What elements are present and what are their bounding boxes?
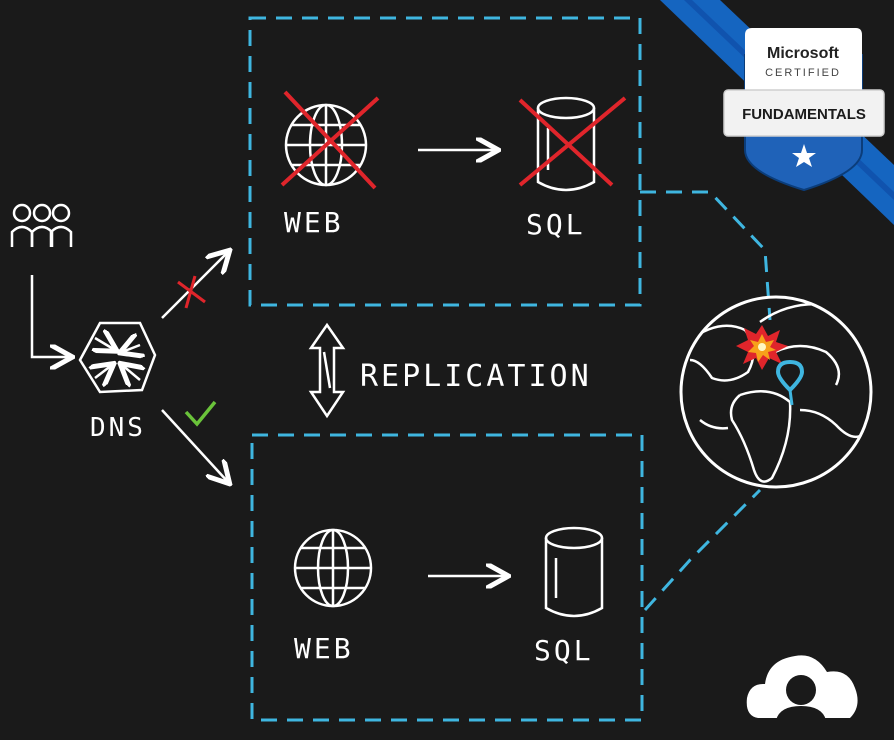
location-pin-icon	[775, 359, 805, 406]
users-to-dns-arrow	[30, 275, 70, 357]
dns-label: DNS	[90, 413, 146, 443]
world-globe-icon	[679, 295, 873, 489]
replication-arrow-icon	[308, 322, 346, 419]
replication-label: REPLICATION	[360, 359, 592, 394]
primary-sql-failed-mark-icon	[518, 96, 627, 187]
channel-logo-icon	[746, 655, 858, 722]
secondary-region-box	[250, 433, 644, 722]
primary-web-failed-mark-icon	[280, 90, 380, 190]
star-icon	[792, 144, 816, 167]
microsoft-certified-badge: Microsoft CERTIFIED FUNDAMENTALS	[723, 28, 885, 192]
secondary-region-connector	[643, 488, 762, 612]
success-check-icon	[184, 400, 217, 427]
secondary-sql-label: SQL	[534, 634, 594, 667]
failed-route-mark-icon	[177, 275, 206, 309]
dns-to-secondary-arrow	[161, 409, 228, 482]
users-icon	[10, 203, 73, 247]
secondary-web-label: WEB	[294, 632, 354, 665]
primary-web-label: WEB	[284, 206, 344, 239]
primary-region-connector	[640, 190, 772, 321]
badge-brand: Microsoft	[767, 45, 840, 62]
outage-burst-icon	[736, 325, 788, 370]
badge-level: FUNDAMENTALS	[742, 106, 866, 123]
primary-sql-label: SQL	[526, 208, 586, 241]
badge-subtitle: CERTIFIED	[765, 67, 841, 79]
dns-icon	[78, 321, 157, 394]
dns-to-primary-arrow	[161, 252, 228, 319]
secondary-sql-database-icon	[544, 526, 604, 618]
primary-web-globe-icon	[284, 103, 368, 187]
secondary-web-globe-icon	[293, 528, 373, 608]
primary-region-box	[248, 16, 642, 307]
